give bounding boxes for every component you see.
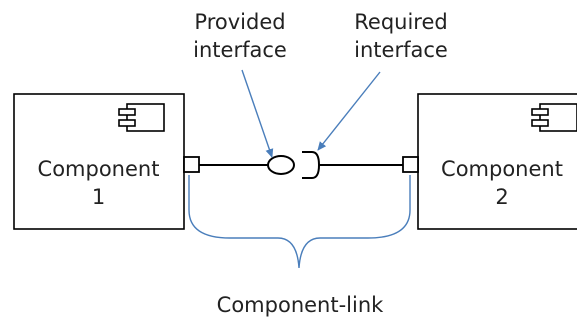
component-1-port bbox=[183, 156, 200, 173]
component-1-label: Component 1 bbox=[37, 157, 160, 209]
provided-interface-ball bbox=[267, 155, 295, 175]
required-arrow bbox=[317, 71, 381, 151]
component-2-port bbox=[402, 156, 419, 173]
required-interface-socket bbox=[302, 151, 321, 179]
component-link-brace bbox=[188, 175, 411, 269]
component-1-icon bbox=[118, 103, 165, 132]
component-2-label: Component 2 bbox=[441, 157, 563, 209]
component-2-icon bbox=[531, 103, 577, 132]
required-interface-label: Required interface bbox=[354, 10, 448, 62]
provided-arrow bbox=[241, 69, 274, 158]
provided-interface-label: Provided interface bbox=[193, 10, 287, 62]
component-link-label: Component-link bbox=[216, 293, 384, 317]
